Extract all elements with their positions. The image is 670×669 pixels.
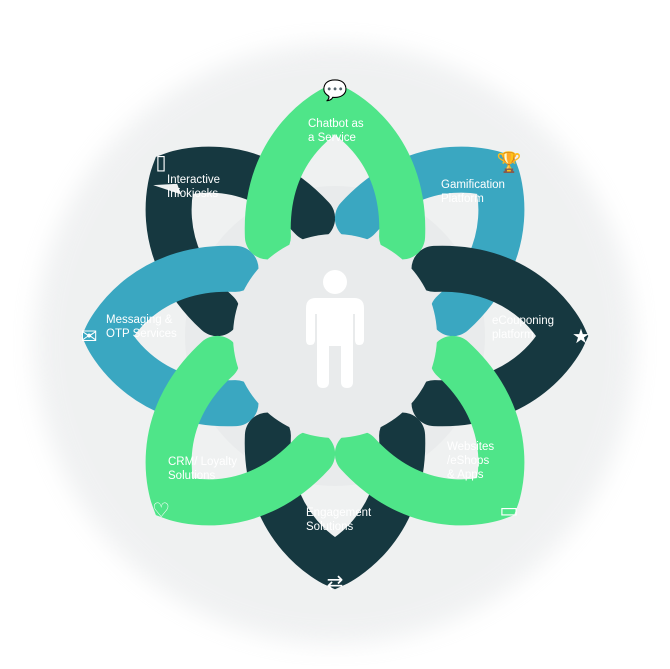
petal-websites [334,335,525,526]
label-websites: Websites /eShops & Apps [447,441,495,481]
petal-crm [145,335,336,526]
phone-message-icon: ✉ [81,324,98,348]
label-kiosks: Interactive Infokiosks [167,174,221,200]
trophy-icon: 🏆 [496,150,521,174]
user-heart-icon: ♡ [152,498,170,522]
person-icon [306,270,364,388]
user-exchange-icon: ⇄ [327,570,344,594]
devices-icon: ▭ [499,498,518,522]
kiosk-icon: ▯ [156,150,167,174]
label-chatbot: Chatbot as a Service [308,118,364,144]
label-messaging: Messaging & OTP Services [106,314,177,340]
segment-icons: 💬 🏆 ★ ▭ ⇄ ♡ ✉ ▯ [81,78,590,594]
petal-ecouponing [411,245,589,427]
petal-messaging [81,245,259,427]
petal-bands [81,82,589,590]
label-ecouponing: eCouponing platform [492,315,555,341]
petal-chatbot [244,82,426,260]
chat-bubbles-icon: 💬 [323,78,348,102]
petal-engagement [244,412,426,590]
label-engagement: Engagement Solutions [306,507,372,533]
coupon-ticket-icon: ★ [572,324,590,348]
petal-kiosks [145,146,336,337]
petal-gamification [334,146,525,337]
label-crm: CRM/ Loyalty Solutions [168,456,238,482]
label-gamification: Gamification Platform [441,179,505,205]
